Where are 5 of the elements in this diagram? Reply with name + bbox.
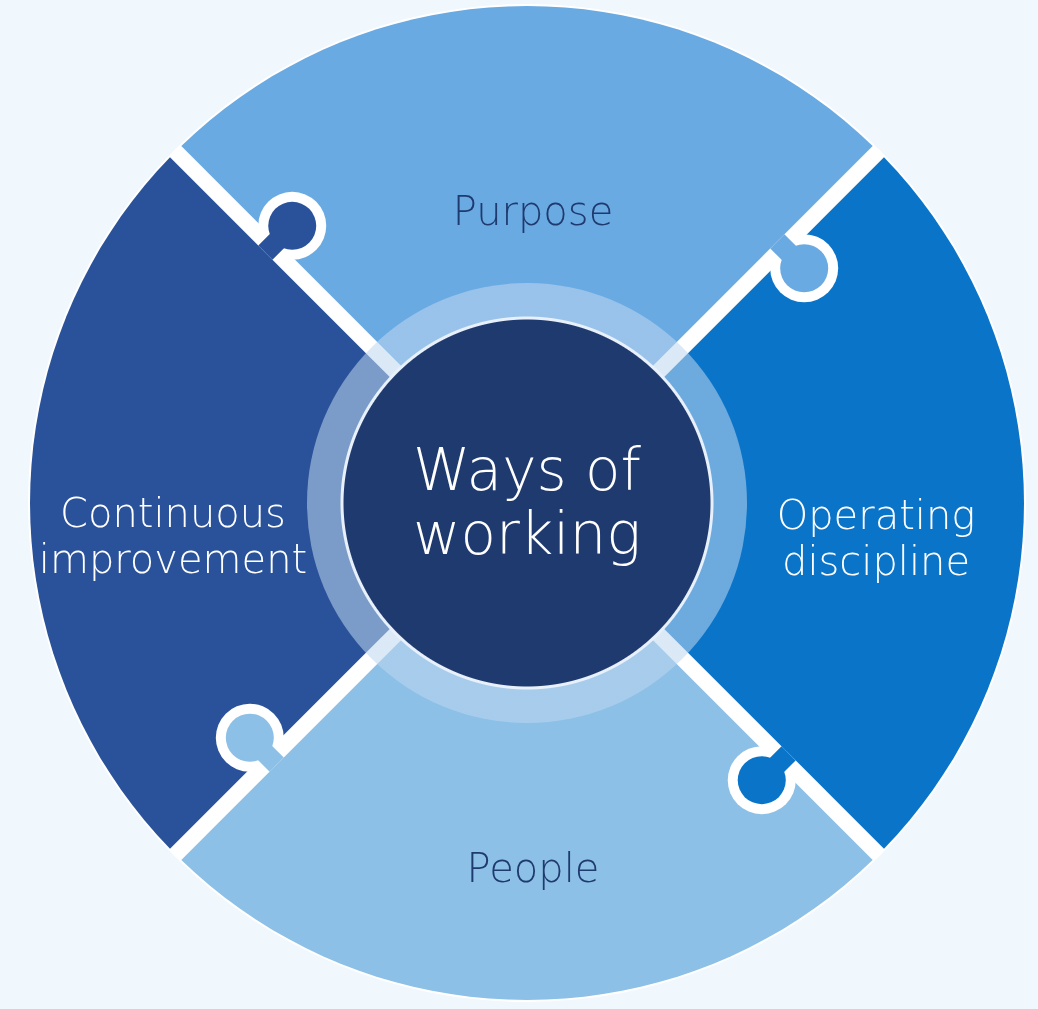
center-label: Ways of working — [412, 439, 642, 567]
piece-label: Continuous improvement — [37, 490, 309, 582]
piece-label: People — [465, 845, 601, 891]
piece-label: Operating discipline — [775, 492, 977, 584]
piece-label: Purpose — [451, 188, 615, 234]
